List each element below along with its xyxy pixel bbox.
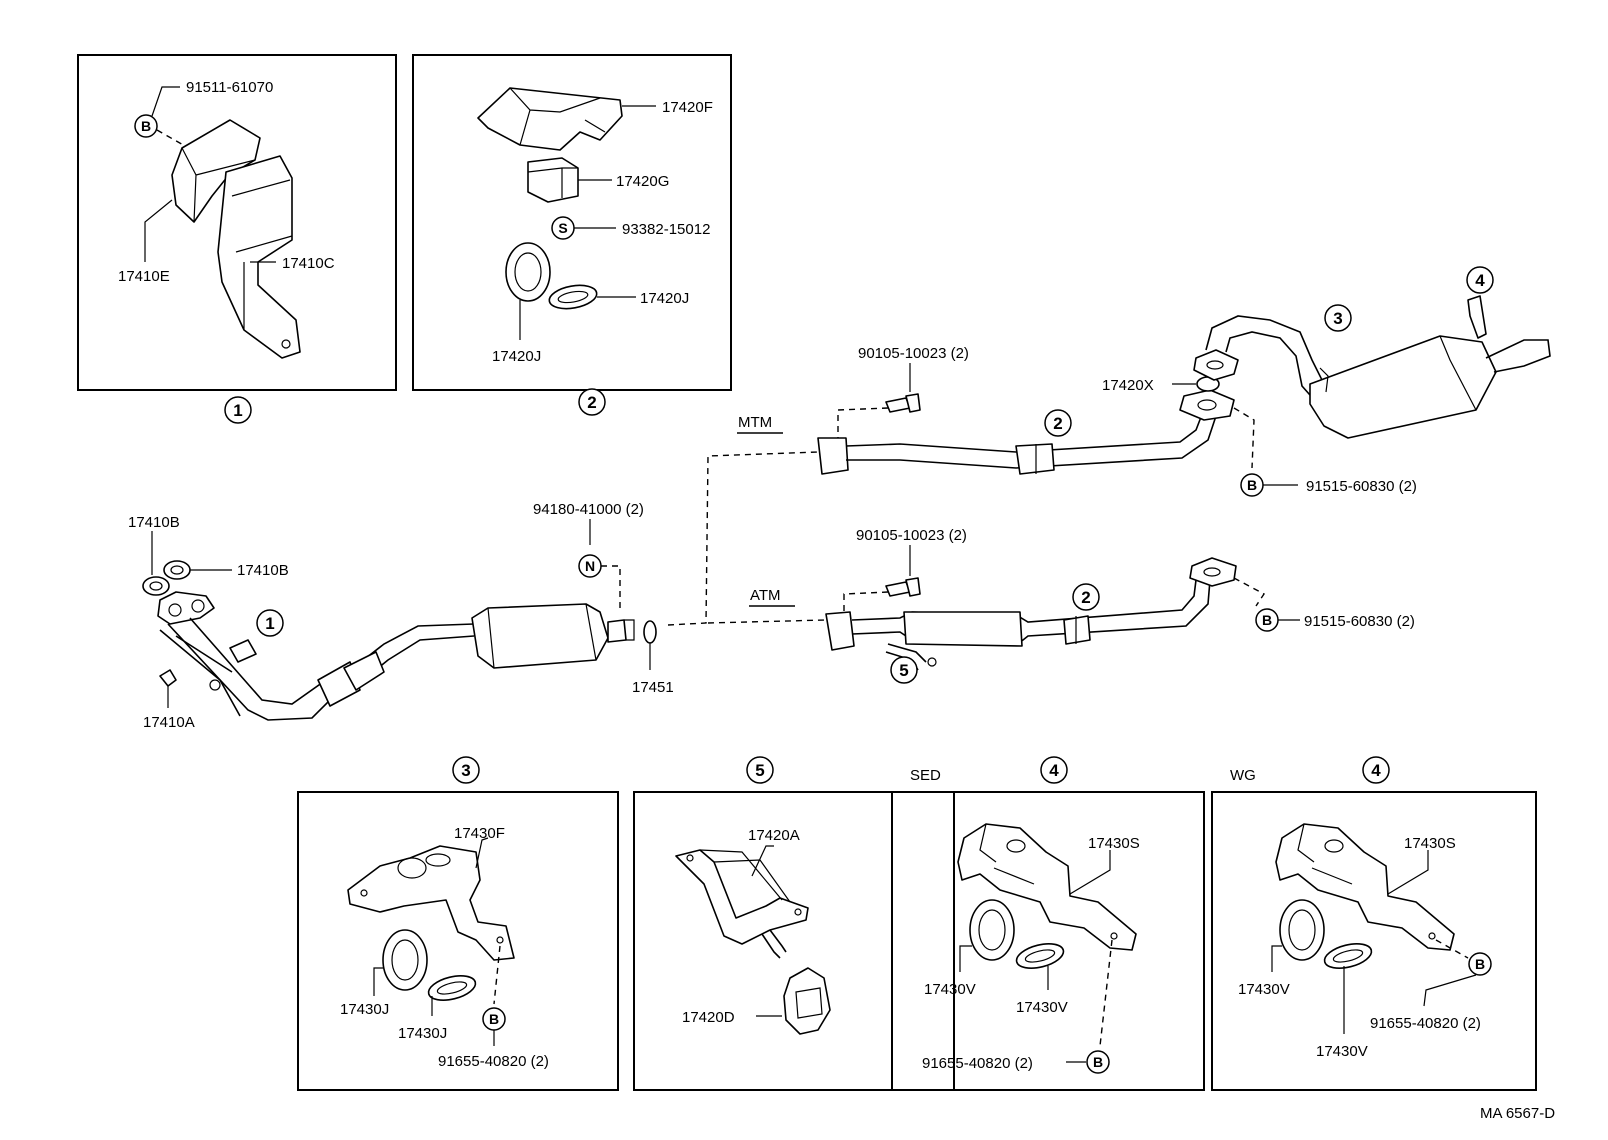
gasket-17451 xyxy=(643,620,657,644)
inset-4-sed-box: 17430S 17430V 17430V B 91655-40820 (2) xyxy=(891,791,1205,1091)
inset-1-box: B 91511-61070 17410E 17410C xyxy=(77,54,397,391)
atm-center-pipe xyxy=(825,557,1237,671)
ref-3-main: 3 xyxy=(1333,309,1342,328)
ref-4-sed: 4 xyxy=(1049,761,1059,780)
mtm-bolt-label: 90105-10023 (2) xyxy=(858,345,969,362)
inset2-s-circle: S xyxy=(558,220,567,236)
cushion-17420g xyxy=(527,157,579,203)
ref-4-wg: 4 xyxy=(1371,761,1381,780)
front-17410a-label: 17410A xyxy=(143,714,195,731)
bracket-17430s-sed xyxy=(957,823,1137,951)
inset3-17430f-label: 17430F xyxy=(454,825,505,842)
inset1-17410e-label: 17410E xyxy=(118,268,170,285)
inset-2-box: 17420F 17420G S 93382-15012 17420J 17420… xyxy=(412,54,732,391)
gasket-ring-left xyxy=(505,242,551,302)
mtm-17420x-label: 17420X xyxy=(1102,377,1154,394)
inset4-wg-tag: WG xyxy=(1230,767,1256,784)
bracket-17430s-wg xyxy=(1275,823,1455,951)
ref-4-main: 4 xyxy=(1475,271,1485,290)
inset-3-box: 17430F 17430J 17430J B 91655-40820 (2) xyxy=(297,791,619,1091)
inset4sed-91655-label: 91655-40820 (2) xyxy=(922,1055,1033,1072)
atm-b-circle: B xyxy=(1262,612,1272,628)
inset4sed-b-circle: B xyxy=(1093,1054,1103,1070)
inset1-bolt-label: 91511-61070 xyxy=(186,79,273,96)
inset3-b-circle: B xyxy=(489,1011,499,1027)
mtm-b-circle: B xyxy=(1247,477,1257,493)
inset4sed-17430v-left-label: 17430V xyxy=(924,981,976,998)
inset4sed-17430s-label: 17430S xyxy=(1088,835,1140,852)
inset4wg-17430s-label: 17430S xyxy=(1404,835,1456,852)
inset4wg-17430v-bottom-label: 17430V xyxy=(1316,1043,1368,1060)
inset4wg-b-circle: B xyxy=(1475,956,1485,972)
atm-91515-label: 91515-60830 (2) xyxy=(1304,613,1415,630)
inset-5-box: 17420A 17420D xyxy=(633,791,955,1091)
inset4wg-91655-label: 91655-40820 (2) xyxy=(1370,1015,1481,1032)
ref-1-main: 1 xyxy=(265,614,274,633)
inset2-17420j-right-label: 17420J xyxy=(640,290,689,307)
bracket-17430f xyxy=(347,845,515,961)
hanger-17420d xyxy=(783,967,831,1035)
diagram-code: MA 6567-D xyxy=(1480,1105,1555,1122)
bracket-17420a xyxy=(675,849,809,945)
heat-insulator-17420f xyxy=(477,87,623,151)
ref-2-mtm: 2 xyxy=(1053,414,1062,433)
inset3-17430j-left-label: 17430J xyxy=(340,1001,389,1018)
inset5-17420a-label: 17420A xyxy=(748,827,800,844)
inset1-17410c-label: 17410C xyxy=(282,255,335,272)
inset2-17420g-label: 17420G xyxy=(616,173,669,190)
inset1-b-circle: B xyxy=(141,118,151,134)
mtm-91515-label: 91515-60830 (2) xyxy=(1306,478,1417,495)
ref-5-inset5: 5 xyxy=(755,761,764,780)
front-17451-label: 17451 xyxy=(632,679,674,696)
front-n-circle: N xyxy=(585,558,595,574)
catalytic-converter xyxy=(471,603,635,669)
inset4wg-17430v-left-label: 17430V xyxy=(1238,981,1290,998)
mtm-center-pipe xyxy=(817,389,1235,475)
connector-to-atm xyxy=(707,619,827,624)
atm-bolt-label: 90105-10023 (2) xyxy=(856,527,967,544)
inset4sed-17430v-right-label: 17430V xyxy=(1016,999,1068,1016)
bracket-lower xyxy=(217,155,301,359)
ref-1-under-inset1: 1 xyxy=(233,401,242,420)
inset2-93382-label: 93382-15012 xyxy=(622,221,710,238)
ref-5-main: 5 xyxy=(899,661,908,680)
inset4-sed-tag: SED xyxy=(910,767,941,784)
connector-to-mtm xyxy=(667,451,819,626)
gasket-ring-right xyxy=(548,284,598,310)
ref-2-atm: 2 xyxy=(1081,588,1090,607)
front-17410b-top-label: 17410B xyxy=(128,514,180,531)
inset3-91655-label: 91655-40820 (2) xyxy=(438,1053,549,1070)
inset2-17420f-label: 17420F xyxy=(662,99,713,116)
atm-label: ATM xyxy=(750,587,781,604)
inset-4-wg-box: 17430S 17430V 17430V B 91655-40820 (2) xyxy=(1211,791,1537,1091)
inset2-17420j-bottom-label: 17420J xyxy=(492,348,541,365)
front-exhaust-pipe xyxy=(157,591,475,721)
front-17410b-right-label: 17410B xyxy=(237,562,289,579)
inset3-17430j-right-label: 17430J xyxy=(398,1025,447,1042)
front-nut-label: 94180-41000 (2) xyxy=(533,501,644,518)
mtm-label: MTM xyxy=(738,414,772,431)
inset5-17420d-label: 17420D xyxy=(682,1009,735,1026)
ref-3-inset3: 3 xyxy=(461,761,470,780)
tail-muffler xyxy=(1193,295,1551,439)
ref-2-under-inset2: 2 xyxy=(587,393,596,412)
